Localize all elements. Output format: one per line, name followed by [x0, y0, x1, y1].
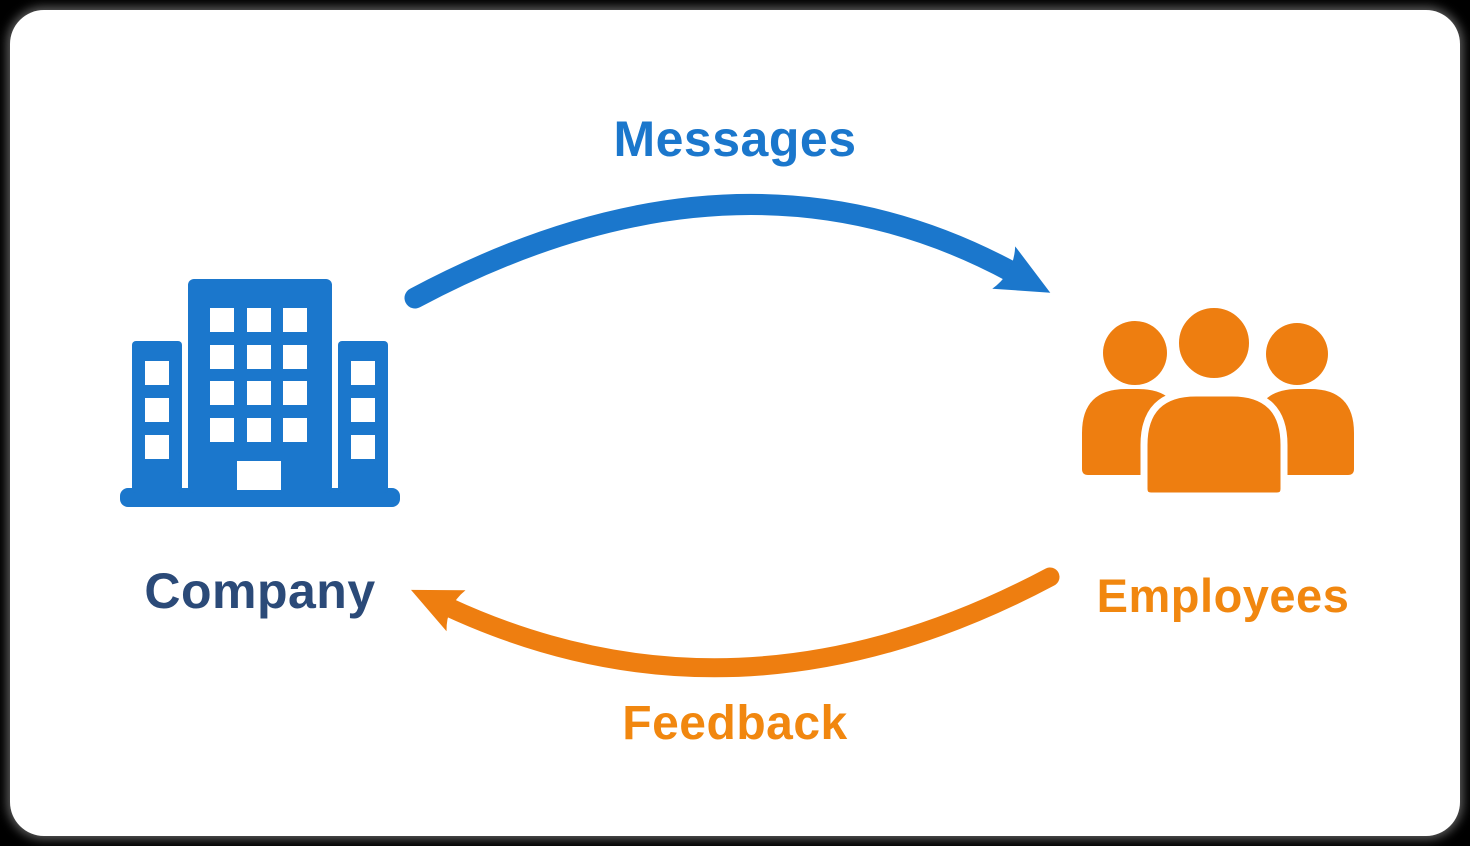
diagram-card: Messages: [10, 10, 1460, 836]
feedback-label: Feedback: [622, 697, 848, 750]
company-label: Company: [144, 563, 376, 619]
feedback-arrow-icon: [410, 567, 1060, 678]
people-group-icon: [1082, 302, 1354, 500]
employees-label: Employees: [1096, 569, 1350, 622]
building-icon: [120, 279, 400, 507]
messages-label: Messages: [613, 111, 857, 167]
messages-arrow-icon: [404, 193, 1051, 309]
